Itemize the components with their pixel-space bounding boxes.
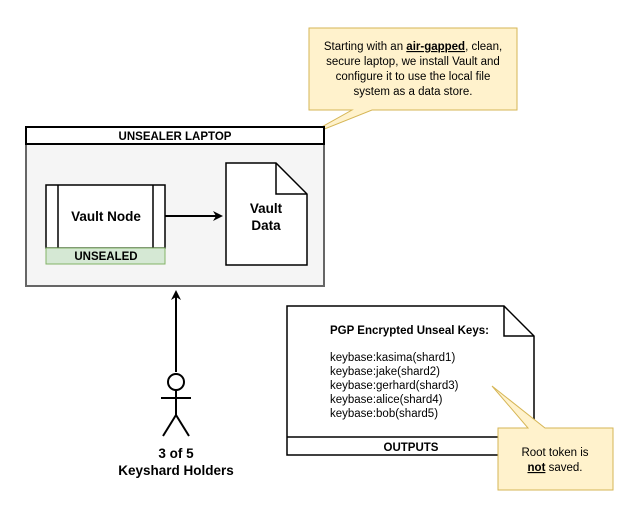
outputs-document-shape — [286, 305, 535, 456]
keyshard-holder-figure-icon — [161, 373, 191, 437]
callout-text-line3: configure it to use the local file — [336, 71, 491, 83]
unsealed-label: UNSEALED — [74, 251, 137, 263]
callout-text-line2: secure laptop, we install Vault and — [326, 56, 500, 68]
key-item: keybase:gerhard(shard3) — [330, 380, 459, 392]
laptop-title-bar — [25, 126, 325, 145]
root-token-callout: Root token is not saved. — [491, 385, 614, 491]
root-callout-line2: not saved. — [528, 462, 583, 474]
root-callout-line1: Root token is — [521, 447, 588, 459]
vault-data-line1: Vault — [250, 201, 283, 216]
holders-label-line1: 3 of 5 — [158, 446, 194, 461]
key-item: keybase:jake(shard2) — [330, 366, 440, 378]
callout-shape — [301, 27, 518, 139]
unsealer-laptop: UNSEALER LAPTOP Vault Node UNSEALED Vaul… — [25, 126, 325, 287]
callout-text-line4: system as a data store. — [354, 86, 473, 98]
vault-data-document — [225, 162, 308, 266]
callout-text-line1: Starting with an air-gapped, clean, — [324, 41, 502, 53]
outputs-heading: PGP Encrypted Unseal Keys: — [330, 325, 489, 337]
outputs-document-fold — [503, 306, 534, 337]
not-emphasis: not — [528, 462, 546, 474]
document-fold — [275, 163, 307, 195]
holders-label-line2: Keyshard Holders — [118, 463, 234, 478]
unsealed-badge — [45, 247, 166, 265]
outputs-footer: OUTPUTS — [384, 442, 439, 454]
vault-data-line2: Data — [251, 218, 281, 233]
key-item: keybase:alice(shard4) — [330, 394, 443, 406]
root-callout-shape — [491, 385, 614, 491]
key-item: keybase:bob(shard5) — [330, 408, 438, 420]
laptop-title: UNSEALER LAPTOP — [119, 131, 232, 143]
key-item: keybase:kasima(shard1) — [330, 352, 455, 364]
outputs-document: PGP Encrypted Unseal Keys: keybase:kasim… — [286, 305, 535, 456]
air-gapped-emphasis: air-gapped — [406, 41, 465, 53]
vault-node-label: Vault Node — [71, 209, 141, 224]
air-gapped-callout: Starting with an air-gapped, clean, secu… — [301, 27, 518, 139]
